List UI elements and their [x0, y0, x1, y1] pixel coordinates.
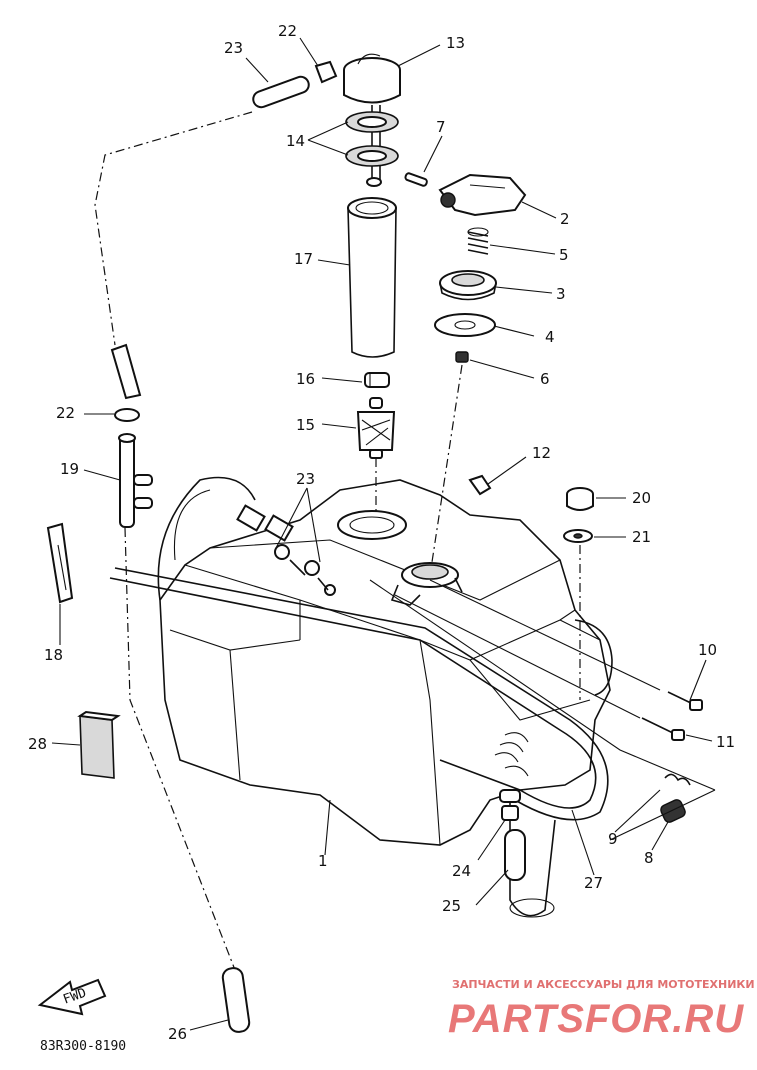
- label-14: 14: [286, 132, 305, 150]
- label-20: 20: [632, 489, 651, 507]
- leader-lines: [51, 37, 713, 1031]
- part-18-strap: [46, 522, 74, 604]
- label-7: 7: [436, 118, 446, 136]
- label-8: 8: [644, 849, 654, 867]
- label-16: 16: [296, 370, 315, 388]
- label-3: 3: [556, 285, 566, 303]
- part-20-cap-nut: [566, 487, 594, 511]
- label-22-top: 22: [278, 22, 297, 40]
- part-26-hose: [221, 967, 251, 1033]
- fwd-arrow: FWD: [37, 978, 107, 1016]
- fuel-tank: [157, 476, 613, 918]
- part-2-lever: [438, 173, 527, 217]
- label-23-top: 23: [296, 470, 315, 488]
- part-hose-upper-left: [110, 343, 142, 400]
- label-27: 27: [584, 874, 603, 892]
- part-9-clip: [664, 773, 691, 786]
- part-15-fuel-filter: [356, 397, 396, 459]
- label-24: 23: [224, 39, 243, 57]
- label-2: 2: [560, 210, 570, 228]
- part-3-seat: [439, 270, 497, 301]
- label-22-left: 22: [56, 404, 75, 422]
- part-labels: 23 22 13 14 7 2 5 3 4 6 17 16 15 22 19 1…: [28, 22, 735, 1043]
- part-23-clamp-lower: [499, 789, 521, 821]
- label-1: 1: [318, 852, 328, 870]
- part-11-bolt: [641, 717, 685, 741]
- part-21-washer: [563, 529, 593, 543]
- label-25: 25: [442, 897, 461, 915]
- part-4-washer: [434, 313, 496, 337]
- label-26: 26: [168, 1025, 187, 1043]
- label-17: 17: [294, 250, 313, 268]
- part-6-nut: [455, 351, 469, 363]
- label-23-lower: 24: [452, 862, 471, 880]
- part-14-seals: [345, 111, 399, 187]
- label-19: 19: [60, 460, 79, 478]
- part-17-tube: [347, 197, 397, 358]
- label-9: 9: [608, 830, 618, 848]
- part-25-hose: [504, 829, 526, 881]
- part-22-clamp-left: [114, 408, 140, 422]
- label-15: 15: [296, 416, 315, 434]
- watermark-brand: PARTSFOR.RU: [448, 997, 744, 1041]
- part-7-pin: [404, 172, 428, 187]
- part-5-spring: [467, 227, 489, 255]
- label-5: 5: [559, 246, 569, 264]
- part-28-pad: [77, 710, 121, 779]
- part-19-t-fitting: [118, 433, 153, 528]
- part-24-hose: [252, 75, 310, 109]
- label-21: 21: [632, 528, 651, 546]
- part-16-clip: [364, 372, 390, 388]
- label-18: 18: [44, 646, 63, 664]
- label-4: 4: [545, 328, 555, 346]
- label-10: 10: [698, 641, 717, 659]
- hose-27: [109, 567, 609, 821]
- tank-fittings: [236, 504, 336, 596]
- watermark: ЗАПЧАСТИ И АКСЕССУАРЫ ДЛЯ МОТОТЕХНИКИ PA…: [448, 978, 755, 1041]
- watermark-tagline: ЗАПЧАСТИ И АКСЕССУАРЫ ДЛЯ МОТОТЕХНИКИ: [452, 978, 755, 991]
- label-28: 28: [28, 735, 47, 753]
- label-11: 11: [716, 733, 735, 751]
- part-8-damper: [660, 799, 686, 823]
- part-22-clamp-top: [314, 60, 338, 84]
- label-12: 12: [532, 444, 551, 462]
- part-10-bolt: [667, 691, 703, 711]
- label-6: 6: [540, 370, 550, 388]
- diagram-code: 83R300-8190: [40, 1039, 126, 1054]
- part-12-clip: [468, 474, 492, 496]
- label-13: 13: [446, 34, 465, 52]
